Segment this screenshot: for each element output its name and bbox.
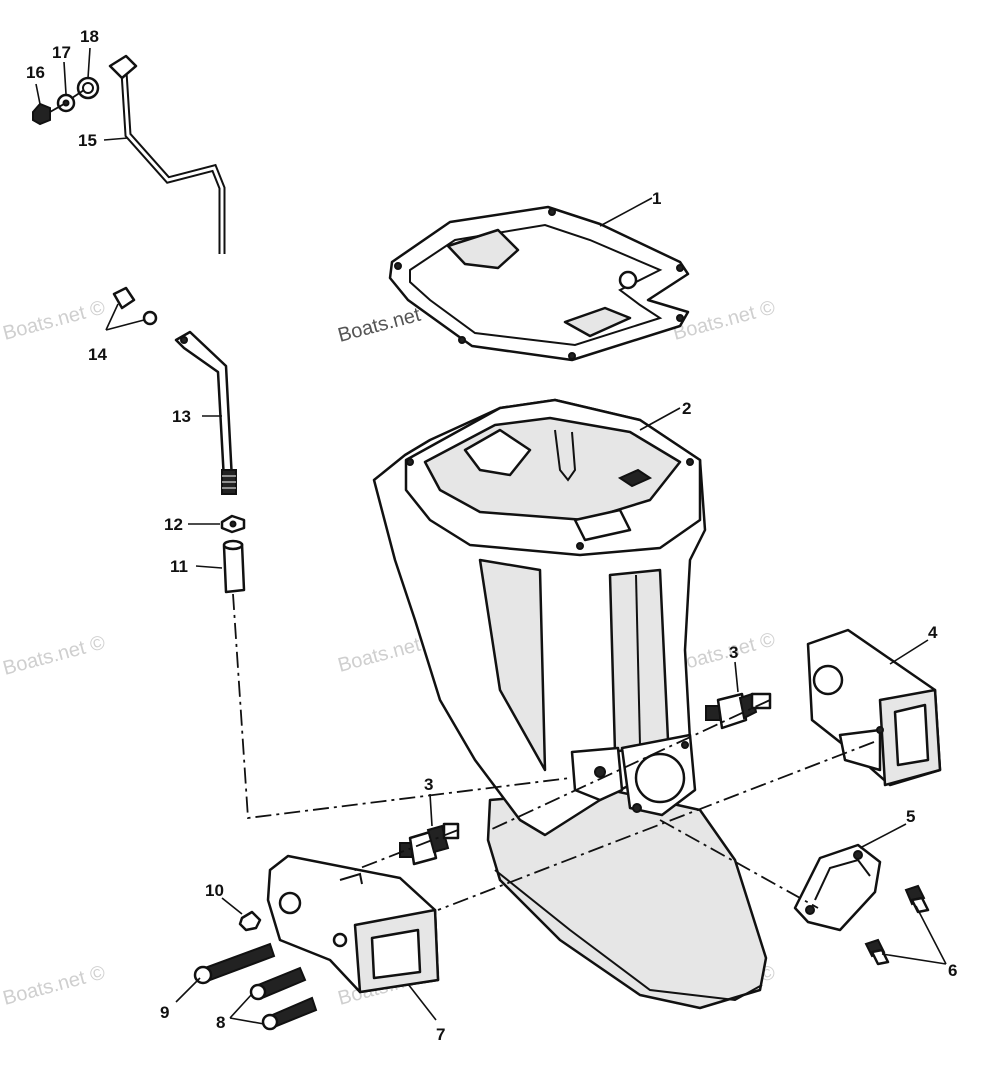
callout-18: 18 [80, 27, 99, 46]
part-11-sleeve [222, 539, 246, 594]
callout-1: 1 [652, 189, 661, 208]
part-1-gasket [388, 205, 690, 362]
part-9-bolt [193, 942, 276, 985]
part-8-bolts [249, 966, 318, 1031]
callout-11: 11 [170, 557, 188, 576]
callout-14: 14 [88, 345, 107, 364]
part-17-washer [56, 93, 76, 113]
callout-13: 13 [172, 407, 191, 426]
part-3-rubber-mount-upper [705, 692, 772, 730]
callout-10: 10 [205, 881, 224, 900]
part-4-mount-bracket-right [806, 628, 942, 787]
callout-15: 15 [78, 131, 97, 150]
callout-2: 2 [682, 399, 691, 418]
callout-4: 4 [928, 623, 938, 642]
watermark-1: Boats.net © [1, 296, 108, 344]
part-6-screws [864, 884, 930, 966]
part-3-rubber-mount-lower [399, 822, 460, 866]
callout-6: 6 [948, 961, 957, 980]
part-7-mount-bracket-left [266, 854, 440, 994]
part-10-nut [238, 910, 262, 932]
callout-17: 17 [52, 43, 71, 62]
callout-8: 8 [216, 1013, 225, 1032]
leader-lines [35, 47, 947, 1025]
part-14-screw-washer [112, 286, 158, 326]
callout-labels: 1 2 3 3 4 5 6 7 8 9 10 11 12 13 14 15 16… [26, 27, 957, 1044]
callout-9: 9 [160, 1003, 169, 1022]
watermark-4: Boats.net © [1, 631, 108, 679]
part-15-link-rod [108, 54, 226, 254]
part-12-nut [220, 514, 246, 534]
watermark-7: Boats.net © [1, 961, 108, 1009]
callout-16: 16 [26, 63, 45, 82]
assembly-center-lines [49, 89, 875, 911]
watermark-3: Boats.net © [671, 296, 778, 344]
part-2-driveshaft-housing [372, 398, 768, 1010]
callout-3-upper: 3 [729, 643, 738, 662]
part-18-grommet [76, 76, 100, 100]
callout-12: 12 [164, 515, 183, 534]
callout-3-lower: 3 [424, 775, 433, 794]
callout-5: 5 [906, 807, 915, 826]
callout-7: 7 [436, 1025, 445, 1044]
part-13-shift-rod [174, 330, 237, 495]
part-16-nut [32, 102, 51, 126]
part-5-cover-plate [793, 843, 882, 932]
